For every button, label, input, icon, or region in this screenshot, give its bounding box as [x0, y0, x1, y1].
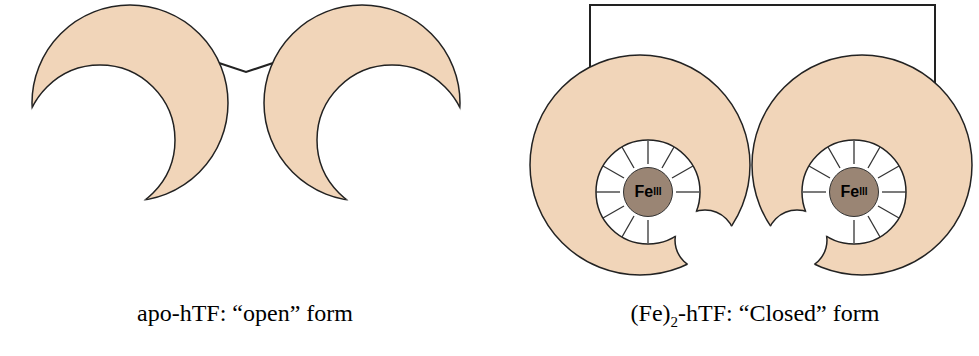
- oxidation-state: III: [653, 187, 661, 197]
- caption: (Fe)2-hTF: “Closed” form: [631, 300, 880, 330]
- element-symbol: Fe: [634, 183, 653, 201]
- subscript: 2: [671, 314, 679, 330]
- caption: apo-hTF: “open” form: [137, 300, 353, 327]
- caption-text: apo-hTF: “open” form: [137, 300, 353, 326]
- closed-lobe: [752, 55, 972, 275]
- iron-ion: FeIII: [829, 167, 879, 217]
- caption-text: -hTF: “Closed” form: [678, 300, 879, 326]
- open-lobe: [264, 5, 467, 215]
- caption-text: (Fe): [631, 300, 671, 326]
- element-symbol: Fe: [840, 183, 859, 201]
- open-lobe: [25, 5, 228, 215]
- oxidation-state: III: [859, 187, 867, 197]
- closed-lobe: [530, 55, 750, 275]
- iron-ion: FeIII: [623, 167, 673, 217]
